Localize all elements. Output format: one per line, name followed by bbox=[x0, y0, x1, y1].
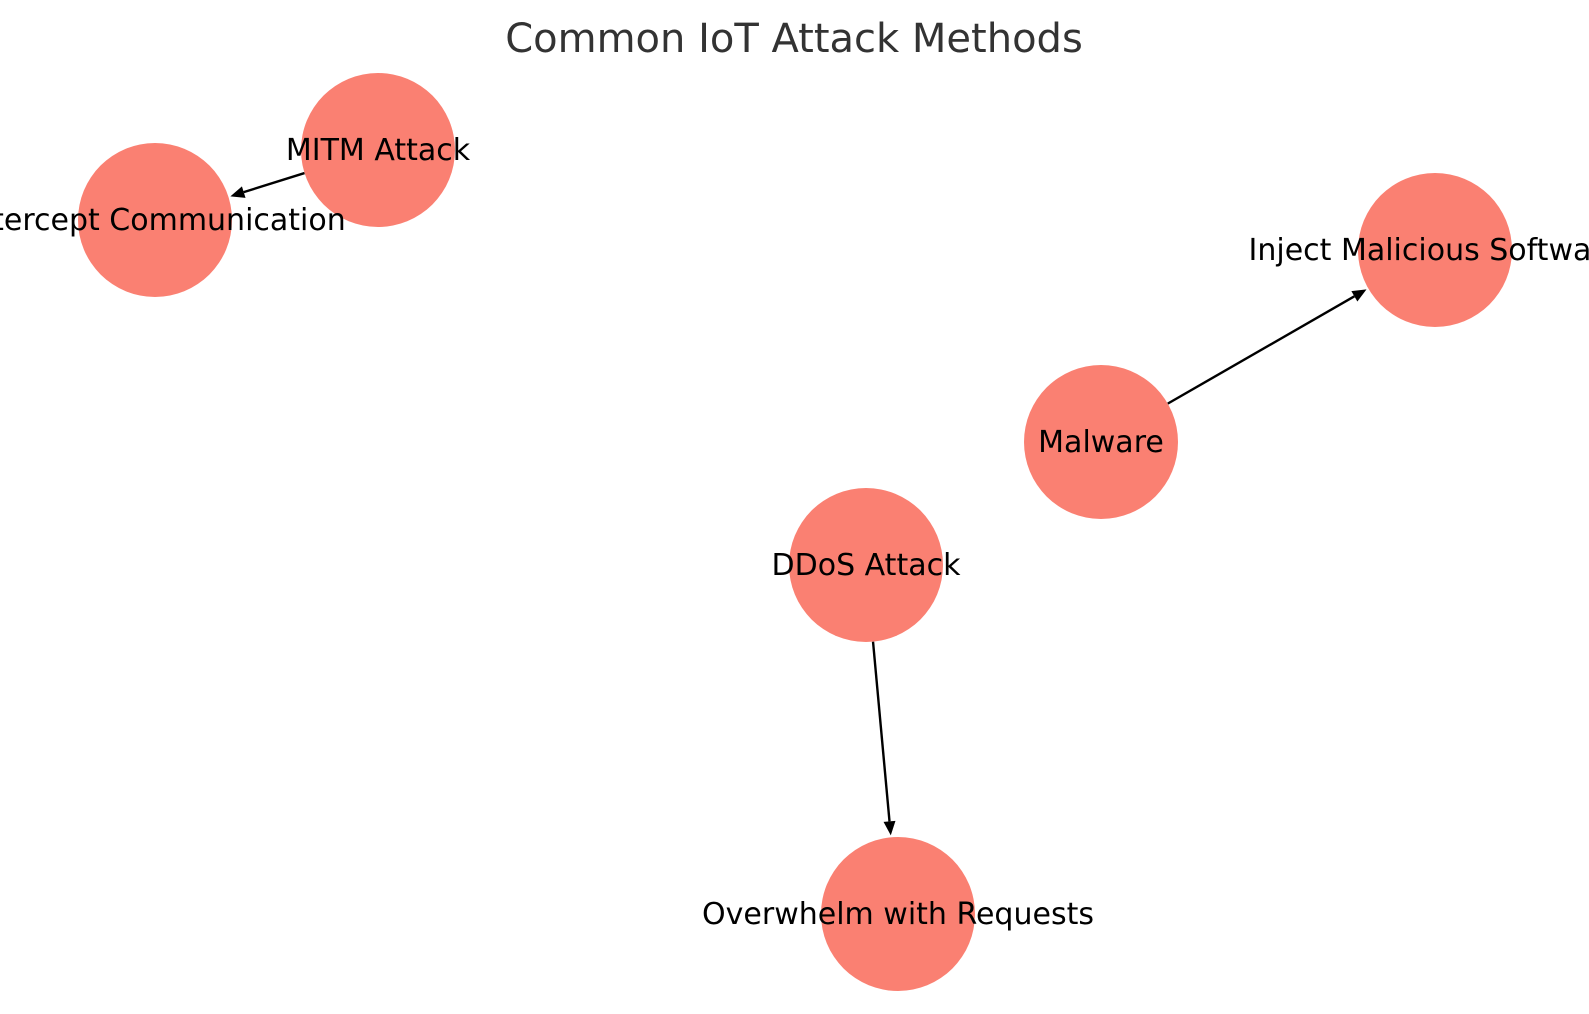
node-label-malware: Malware bbox=[1038, 425, 1164, 460]
node-label-intercept: Intercept Communication bbox=[0, 203, 346, 238]
arrowhead-malware-to-inject bbox=[1351, 289, 1367, 302]
node-inject bbox=[1358, 173, 1512, 327]
edges-layer bbox=[230, 171, 1367, 836]
node-overwhelm bbox=[821, 837, 975, 991]
edge-mitm-to-intercept bbox=[243, 171, 305, 194]
node-intercept bbox=[78, 143, 232, 297]
diagram-title: Common IoT Attack Methods bbox=[505, 16, 1083, 62]
arrowhead-ddos-to-overwhelm bbox=[883, 820, 896, 836]
node-label-overwhelm: Overwhelm with Requests bbox=[702, 897, 1094, 932]
node-ddos bbox=[789, 488, 943, 642]
node-label-mitm: MITM Attack bbox=[286, 133, 471, 168]
node-mitm bbox=[301, 73, 455, 227]
node-label-inject: Inject Malicious Software bbox=[1249, 233, 1589, 268]
node-label-ddos: DDoS Attack bbox=[772, 548, 962, 583]
arrowhead-mitm-to-intercept bbox=[230, 186, 246, 198]
node-malware bbox=[1024, 365, 1178, 519]
edge-malware-to-inject bbox=[1167, 295, 1355, 405]
edge-ddos-to-overwhelm bbox=[871, 641, 891, 822]
